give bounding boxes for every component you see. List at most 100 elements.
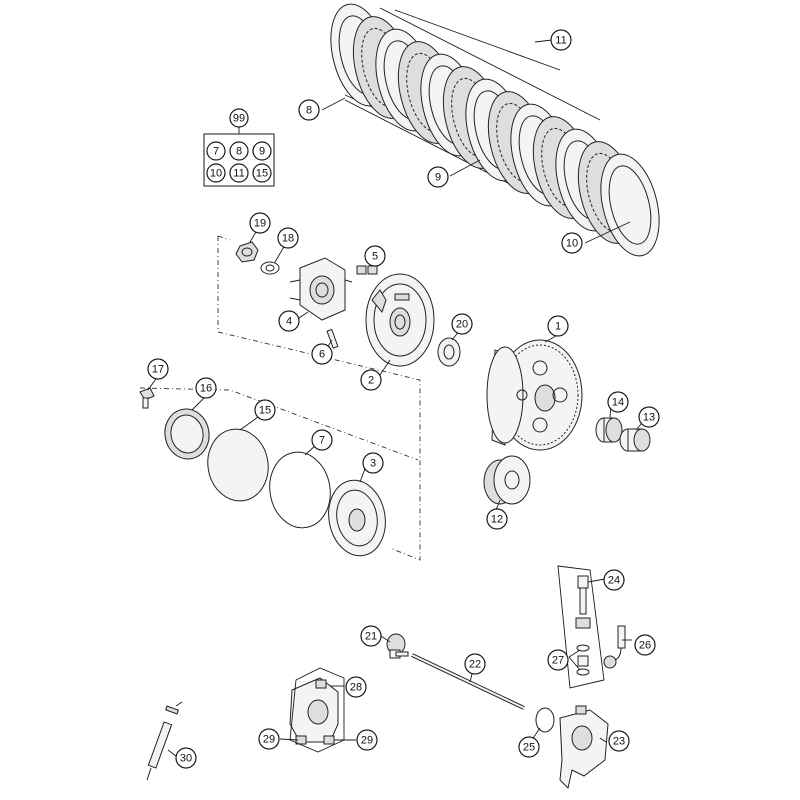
callout-circle — [464, 653, 486, 675]
callout-circle — [608, 730, 630, 752]
callout-label: 18 — [282, 233, 294, 245]
kit-item-label: 8 — [236, 146, 242, 158]
callout-label: 13 — [643, 412, 655, 424]
callout-label: 4 — [286, 316, 292, 328]
kit-item-circle — [229, 163, 249, 183]
callout-circle — [603, 569, 625, 591]
callout-p9: 9 — [427, 166, 449, 188]
callout-circle — [561, 232, 583, 254]
callout-label: 15 — [259, 405, 271, 417]
callout-circle — [360, 369, 382, 391]
callout-p18: 18 — [277, 227, 299, 249]
callout-label: 20 — [456, 319, 468, 331]
callout-circle — [311, 343, 333, 365]
callout-p26: 26 — [634, 634, 656, 656]
callout-label: 19 — [254, 218, 266, 230]
callout-circle — [345, 676, 367, 698]
kit-item-circle — [252, 163, 272, 183]
callout-circle — [258, 728, 280, 750]
kit-header-circle — [229, 108, 249, 128]
callout-label: 14 — [612, 397, 624, 409]
callout-p28: 28 — [345, 676, 367, 698]
friction-disc-16 — [164, 408, 210, 460]
callout-circle — [364, 245, 386, 267]
bolt-17 — [139, 387, 155, 409]
kit-item-callout: 10 — [206, 163, 226, 183]
callout-circle — [254, 399, 276, 421]
callout-circle — [451, 313, 473, 335]
kit-item-label: 7 — [213, 146, 219, 158]
callout-label: 29 — [361, 735, 373, 747]
push-rod-22 — [411, 653, 525, 710]
kit-item-label: 9 — [259, 146, 265, 158]
callout-p21: 21 — [360, 625, 382, 647]
callout-circle — [486, 508, 508, 530]
callout-label: 30 — [180, 753, 192, 765]
slave-cylinder-23 — [559, 705, 609, 789]
callout-label: 7 — [319, 435, 325, 447]
hose-end-26 — [603, 625, 626, 669]
callout-p3: 3 — [362, 452, 384, 474]
callout-circle — [607, 391, 629, 413]
nut-19 — [235, 241, 259, 263]
kit-item-label: 15 — [256, 168, 268, 180]
callout-label: 17 — [152, 364, 164, 376]
callout-circle — [356, 729, 378, 751]
hydraulic-fitting-assembly-24-27 — [557, 565, 605, 689]
callout-p5: 5 — [364, 245, 386, 267]
callout-p4: 4 — [278, 310, 300, 332]
callout-p10: 10 — [561, 232, 583, 254]
o-ring-7 — [269, 451, 331, 529]
thrust-washer-20 — [437, 337, 461, 367]
callout-p8: 8 — [298, 99, 320, 121]
callout-label: 16 — [200, 383, 212, 395]
callout-circle — [362, 452, 384, 474]
callout-p27: 27 — [547, 649, 569, 671]
callout-circle — [518, 736, 540, 758]
callout-label: 2 — [368, 375, 374, 387]
callout-label: 25 — [523, 742, 535, 754]
callout-p22: 22 — [464, 653, 486, 675]
kit-item-label: 11 — [233, 168, 244, 180]
callout-circle — [249, 212, 271, 234]
callout-label: 29 — [263, 734, 275, 746]
callout-p2: 2 — [360, 369, 382, 391]
callout-circle — [298, 99, 320, 121]
callout-p17: 17 — [147, 358, 169, 380]
clutch-basket-1 — [486, 339, 583, 451]
clutch-cylinder-28-29 — [289, 667, 345, 753]
damper-blocks-5 — [356, 265, 378, 275]
pin-6 — [326, 328, 339, 349]
clutch-plate-inner — [608, 165, 652, 245]
pressure-plate-3 — [328, 479, 386, 557]
kit-item-callout: 7 — [206, 141, 226, 161]
callout-label: 26 — [639, 640, 651, 652]
kit-item-callout: 15 — [252, 163, 272, 183]
callout-label: 11 — [555, 35, 566, 47]
callout-circle — [547, 649, 569, 671]
callout-label: 27 — [552, 655, 564, 667]
callout-p16: 16 — [195, 377, 217, 399]
lock-washer-18 — [260, 261, 280, 275]
callout-p30: 30 — [175, 747, 197, 769]
kit-item-circle — [252, 141, 272, 161]
callout-p29b: 29 — [356, 729, 378, 751]
callout-circle — [360, 625, 382, 647]
assembly-group-outline — [217, 235, 421, 561]
callout-p13: 13 — [638, 406, 660, 428]
kit-item-circle — [206, 141, 226, 161]
callout-circle — [278, 310, 300, 332]
callout-p15: 15 — [254, 399, 276, 421]
kit-header-label: 99 — [233, 113, 245, 125]
kit-item-callout: 11 — [229, 163, 249, 183]
needle-bearing-14 — [595, 417, 623, 443]
callout-p25: 25 — [518, 736, 540, 758]
kit-99-items: 99 7 8 9 10 11 15 — [206, 108, 272, 183]
callout-label: 23 — [613, 736, 625, 748]
callout-p23: 23 — [608, 730, 630, 752]
callout-circle — [638, 406, 660, 428]
callout-circle — [277, 227, 299, 249]
callout-circle — [427, 166, 449, 188]
clutch-plate — [600, 153, 660, 257]
